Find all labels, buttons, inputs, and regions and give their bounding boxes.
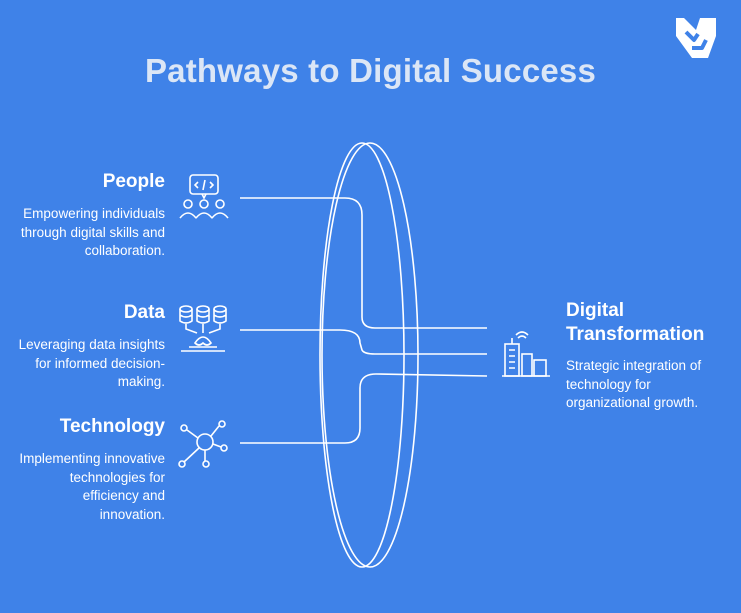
database-icon [179, 305, 227, 352]
data-description: Leveraging data insights for informed de… [18, 337, 165, 389]
page-title: Pathways to Digital Success [144, 52, 597, 89]
lens-back-edge [321, 142, 419, 568]
data-label: Data [123, 302, 165, 323]
technology-label: Technology [59, 416, 165, 437]
output-description: Strategic integration of technology for … [566, 358, 702, 410]
building-signal-icon [502, 331, 550, 377]
logo-icon [676, 18, 716, 58]
people-description: Empowering individuals through digital s… [20, 206, 165, 258]
people-code-icon [179, 174, 229, 219]
lens-front-edge [319, 142, 405, 568]
output-label: Digital Transformation [566, 300, 705, 345]
people-connector [240, 197, 487, 329]
technology-connector [240, 373, 488, 444]
data-connector [240, 329, 487, 355]
network-hub-icon [178, 420, 228, 468]
technology-description: Implementing innovative technologies for… [19, 451, 165, 522]
people-label: People [102, 171, 165, 192]
